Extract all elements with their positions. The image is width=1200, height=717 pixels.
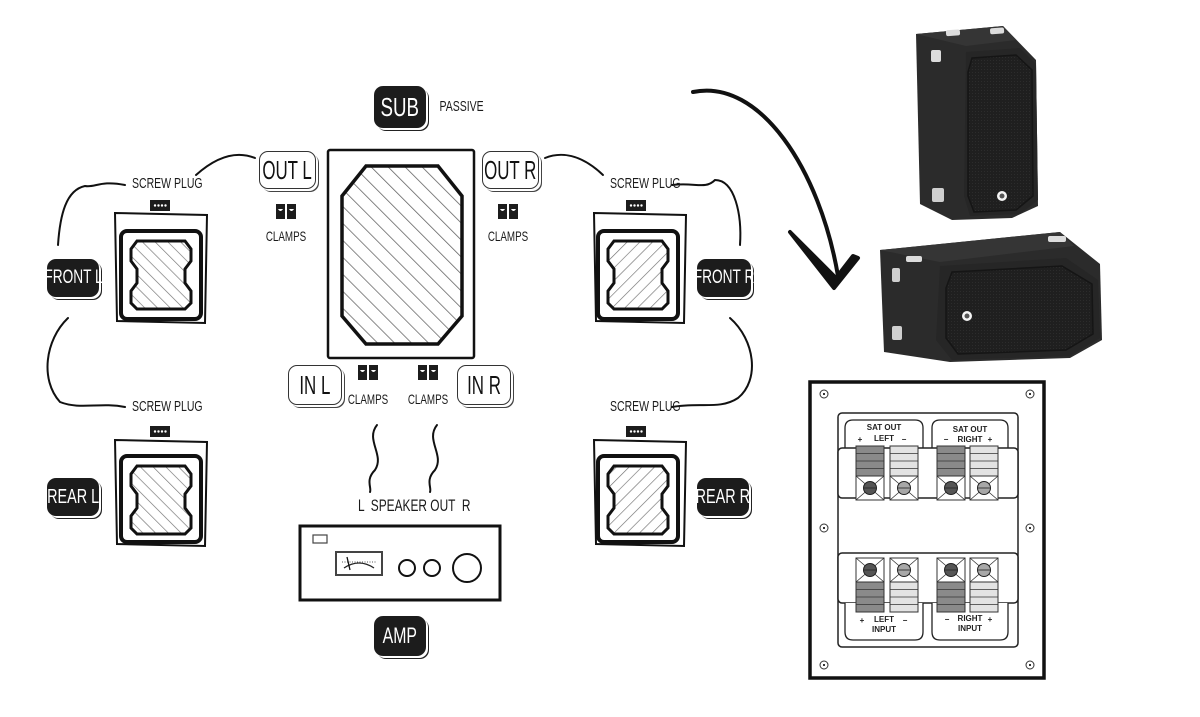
sub-badge: SUB xyxy=(374,86,426,128)
front-r-badge: FRONT R xyxy=(694,259,754,297)
rear-l-label: REAR L xyxy=(46,485,100,508)
satellite-front-left xyxy=(113,211,209,325)
subwoofer-photo-horizontal xyxy=(880,232,1102,362)
rear-r-label: REAR R xyxy=(695,485,751,508)
speaker-out-label: L SPEAKER OUT R xyxy=(358,496,471,515)
clamps-label-outr: CLAMPS xyxy=(487,228,529,244)
terminal-sat-out-left-negative xyxy=(889,445,919,501)
sub-type-label: PASSIVE xyxy=(439,98,484,115)
terminal-sat-out-left-positive xyxy=(855,445,885,501)
right-input-minus: − xyxy=(945,615,950,624)
sat-out-right-plus: + xyxy=(988,435,993,444)
wire-frontr-rearr xyxy=(671,317,753,408)
terminal-left-input-positive xyxy=(855,557,885,613)
satellite-front-right xyxy=(592,211,688,325)
subwoofer-drawing xyxy=(326,148,476,360)
right-input-plus: + xyxy=(988,615,993,624)
clamp-icon-outl xyxy=(276,204,296,219)
in-r-badge: IN R xyxy=(457,365,511,405)
wire-frontl-screwplug xyxy=(57,182,126,246)
right-input-title: INPUT xyxy=(958,624,982,633)
clamps-label-inr: CLAMPS xyxy=(407,391,449,407)
in-l-badge: IN L xyxy=(288,365,342,405)
wire-outr-frontr xyxy=(544,153,604,176)
out-r-badge: OUT R xyxy=(482,151,539,189)
clamp-icon-outr xyxy=(498,204,518,219)
screw-plug-icons xyxy=(150,200,646,437)
out-l-badge: OUT L xyxy=(259,151,316,189)
terminal-sat-out-right-positive xyxy=(969,445,999,501)
left-input-title: INPUT xyxy=(872,625,896,634)
clamps-label-outl: CLAMPS xyxy=(265,228,307,244)
clamp-icon-inl xyxy=(358,365,378,380)
out-r-label: OUT R xyxy=(484,154,537,185)
wire-outl-frontl xyxy=(195,153,256,176)
clamps-label-inl: CLAMPS xyxy=(347,391,389,407)
satellite-rear-right xyxy=(592,438,688,548)
wire-frontr-screwplug xyxy=(671,178,742,246)
rear-l-badge: REAR L xyxy=(47,478,99,516)
terminal-panel-labels: SAT OUT LEFT + − SAT OUT RIGHT − + LEFT … xyxy=(858,423,993,634)
satellite-rear-left xyxy=(113,438,209,548)
left-input-side: LEFT xyxy=(874,615,894,624)
amp-label: AMP xyxy=(382,623,418,648)
left-input-minus: − xyxy=(903,616,908,625)
speaker-wires xyxy=(46,153,753,493)
sat-out-left-side: LEFT xyxy=(874,434,894,443)
terminal-left-input-negative xyxy=(889,557,919,613)
sat-out-right-minus: − xyxy=(944,435,949,444)
front-l-badge: FRONT L xyxy=(43,259,103,297)
front-l-label: FRONT L xyxy=(43,267,103,288)
terminal-right-input-positive xyxy=(969,557,999,613)
wire-frontl-rearl xyxy=(46,317,126,408)
screw-plug-label-fr: SCREW PLUG xyxy=(610,175,681,192)
amp-badge: AMP xyxy=(374,616,426,656)
terminal-panel xyxy=(808,380,1046,680)
out-l-label: OUT L xyxy=(262,154,313,185)
arrow-icon xyxy=(691,88,860,290)
terminal-sat-out-right-negative xyxy=(936,445,966,501)
left-input-plus: + xyxy=(860,616,865,625)
screw-plug-label-fl: SCREW PLUG xyxy=(132,175,203,192)
sat-out-left-plus: + xyxy=(858,435,863,444)
subwoofer-photo-upright xyxy=(916,26,1038,220)
sat-out-right-title: SAT OUT xyxy=(953,425,988,434)
front-r-label: FRONT R xyxy=(693,267,755,288)
rear-r-badge: REAR R xyxy=(695,478,751,516)
clamp-icons xyxy=(276,204,518,380)
terminal-right-input-negative xyxy=(936,557,966,613)
clamp-icon-inr xyxy=(418,365,438,380)
in-r-label: IN R xyxy=(467,369,501,400)
speaker-terminals xyxy=(855,445,999,613)
sat-out-right-side: RIGHT xyxy=(958,435,983,444)
wire-inl-amp xyxy=(368,424,379,493)
in-l-label: IN L xyxy=(299,369,331,400)
right-input-side: RIGHT xyxy=(958,614,983,623)
screw-plug-label-rr: SCREW PLUG xyxy=(610,398,681,415)
sat-out-left-title: SAT OUT xyxy=(867,423,902,432)
wire-inr-amp xyxy=(428,424,439,493)
amplifier-drawing xyxy=(298,524,502,602)
sub-label: SUB xyxy=(380,91,420,122)
screw-plug-label-rl: SCREW PLUG xyxy=(132,398,203,415)
sat-out-left-minus: − xyxy=(902,435,907,444)
